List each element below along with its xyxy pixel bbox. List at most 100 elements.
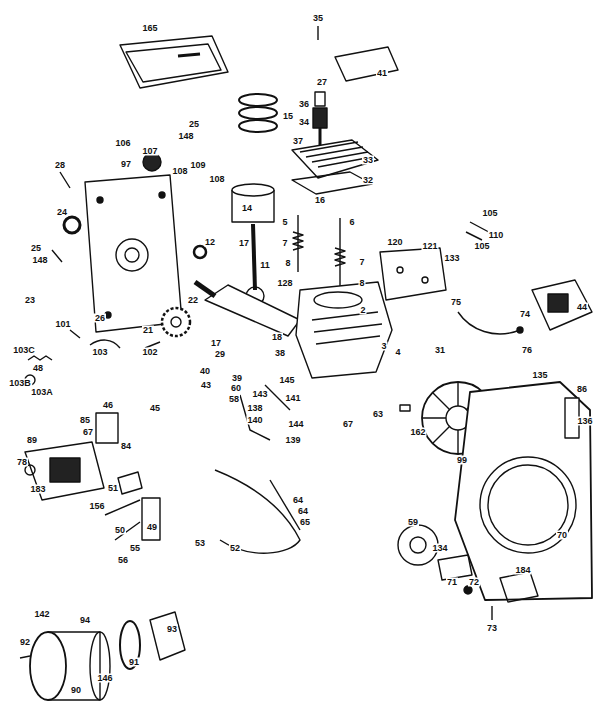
oil-seal bbox=[194, 246, 206, 258]
callout-number: 73 bbox=[486, 624, 498, 633]
callout-number: 41 bbox=[376, 69, 388, 78]
callout-number: 49 bbox=[146, 523, 158, 532]
screw bbox=[317, 26, 318, 40]
breather bbox=[143, 153, 161, 171]
callout-number: 24 bbox=[56, 208, 68, 217]
callout-number: 27 bbox=[316, 78, 328, 87]
callout-number: 75 bbox=[450, 298, 462, 307]
muffler-end bbox=[30, 632, 66, 700]
callout-number: 67 bbox=[342, 420, 354, 429]
baffle-hole bbox=[422, 277, 428, 283]
callout-number: 144 bbox=[287, 420, 304, 429]
callout-number: 8 bbox=[284, 259, 291, 268]
callout-number: 108 bbox=[171, 167, 188, 176]
callout-number: 103A bbox=[30, 388, 54, 397]
callout-number: 59 bbox=[407, 518, 419, 527]
callout-number: 56 bbox=[117, 556, 129, 565]
spark-plug-hex bbox=[313, 108, 327, 128]
muffler-end bbox=[90, 632, 110, 700]
air-cleaner-rim bbox=[126, 44, 221, 82]
coil-core bbox=[548, 294, 568, 312]
callout-number: 109 bbox=[189, 161, 206, 170]
callout-number: 23 bbox=[24, 296, 36, 305]
callout-number: 106 bbox=[114, 139, 131, 148]
callout-number: 51 bbox=[107, 484, 119, 493]
cover-slot bbox=[178, 54, 200, 56]
governor-rod bbox=[270, 480, 300, 530]
callout-number: 36 bbox=[298, 100, 310, 109]
callout-number: 136 bbox=[576, 417, 593, 426]
callout-number: 2 bbox=[359, 306, 366, 315]
callout-number: 184 bbox=[514, 566, 531, 575]
bearing-hole bbox=[125, 248, 139, 262]
callout-number: 146 bbox=[96, 674, 113, 683]
crank-journal bbox=[195, 282, 215, 296]
callout-number: 64 bbox=[292, 496, 304, 505]
head-gasket bbox=[292, 172, 372, 194]
callout-number: 45 bbox=[149, 404, 161, 413]
exploded-parts bbox=[20, 26, 592, 700]
callout-number: 40 bbox=[199, 367, 211, 376]
callout-number: 74 bbox=[519, 310, 531, 319]
spark-plug-top bbox=[315, 92, 325, 106]
callout-number: 78 bbox=[16, 458, 28, 467]
crankshaft bbox=[205, 285, 300, 336]
throttle-link bbox=[105, 500, 140, 540]
ignition-coil bbox=[532, 280, 592, 330]
wire-end bbox=[517, 327, 523, 333]
throttle-bracket bbox=[142, 498, 160, 540]
muffler-gasket bbox=[120, 621, 140, 669]
callout-number: 162 bbox=[409, 428, 426, 437]
callout-number: 103C bbox=[12, 346, 36, 355]
valve-stems bbox=[298, 215, 340, 290]
callout-number: 4 bbox=[394, 348, 401, 357]
callout-number: 138 bbox=[246, 404, 263, 413]
cylinder-head bbox=[292, 140, 378, 178]
cam-gear bbox=[162, 308, 190, 336]
callout-number: 128 bbox=[276, 279, 293, 288]
piston-ring bbox=[239, 107, 277, 119]
callout-number: 12 bbox=[204, 238, 216, 247]
callout-number: 156 bbox=[88, 502, 105, 511]
bolt-hole bbox=[97, 197, 103, 203]
callout-number: 17 bbox=[238, 239, 250, 248]
callout-number: 43 bbox=[200, 381, 212, 390]
nut bbox=[464, 586, 472, 594]
callout-number: 7 bbox=[281, 239, 288, 248]
callout-number: 94 bbox=[79, 616, 91, 625]
callout-number: 71 bbox=[446, 578, 458, 587]
callout-number: 44 bbox=[576, 303, 588, 312]
callout-number: 70 bbox=[556, 531, 568, 540]
callout-number: 107 bbox=[141, 147, 158, 156]
valve-springs bbox=[293, 232, 345, 266]
callout-number: 84 bbox=[120, 442, 132, 451]
baffle-hole bbox=[397, 267, 403, 273]
housing-ring bbox=[488, 465, 568, 545]
callout-number: 140 bbox=[246, 416, 263, 425]
callout-number: 72 bbox=[468, 578, 480, 587]
carburetor bbox=[25, 442, 104, 500]
callout-number: 135 bbox=[531, 371, 548, 380]
callout-number: 26 bbox=[94, 314, 106, 323]
callout-number: 22 bbox=[187, 296, 199, 305]
callout-number: 105 bbox=[481, 209, 498, 218]
callout-number: 91 bbox=[128, 658, 140, 667]
callout-number: 53 bbox=[194, 539, 206, 548]
callout-number: 63 bbox=[372, 410, 384, 419]
screw bbox=[20, 656, 30, 658]
starter-bracket bbox=[438, 555, 472, 580]
callout-number: 58 bbox=[228, 395, 240, 404]
muffler-plate bbox=[150, 612, 185, 660]
spring bbox=[28, 356, 52, 360]
air-baffle bbox=[380, 248, 446, 300]
ignition-wire bbox=[458, 312, 520, 334]
callout-number: 103B bbox=[8, 379, 32, 388]
flywheel-key bbox=[400, 405, 410, 411]
block-fins bbox=[312, 312, 382, 344]
callout-number: 105 bbox=[473, 242, 490, 251]
callout-number: 18 bbox=[271, 333, 283, 342]
callout-number: 142 bbox=[33, 610, 50, 619]
piston-top bbox=[232, 184, 274, 196]
callout-number: 35 bbox=[312, 14, 324, 23]
